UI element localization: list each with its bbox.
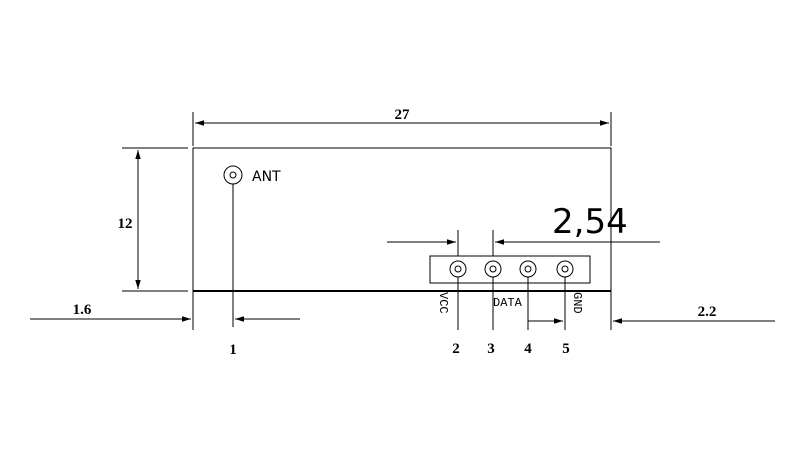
pin-data2-outer [519,260,537,278]
pin-data2-inner [524,265,532,273]
pin-number-4: 4 [524,341,532,357]
pitch-label: 2,54 [552,202,628,242]
pin-number-1: 1 [229,342,237,358]
antenna-pad-inner [229,171,237,179]
pin-header [429,255,591,284]
pin-data-inner [489,265,497,273]
width-label: 27 [395,107,411,123]
pin-number-2: 2 [452,341,460,357]
height-label: 12 [118,216,133,232]
antenna-pad-outer [223,165,243,185]
pin-gnd-outer [556,260,574,278]
antenna-label: ANT [252,169,281,185]
pin-gnd-inner [561,265,569,273]
pin-vcc-outer [449,260,467,278]
pin-vcc-inner [454,265,462,273]
gnd-label: GND [570,292,584,314]
pin-number-5: 5 [562,341,570,357]
vcc-label: VCC [436,292,450,314]
right-offset-label: 2.2 [698,304,717,320]
left-offset-label: 1.6 [73,302,92,318]
data-label: DATA [493,296,523,310]
pin-data-outer [484,260,502,278]
pin-number-3: 3 [487,341,495,357]
